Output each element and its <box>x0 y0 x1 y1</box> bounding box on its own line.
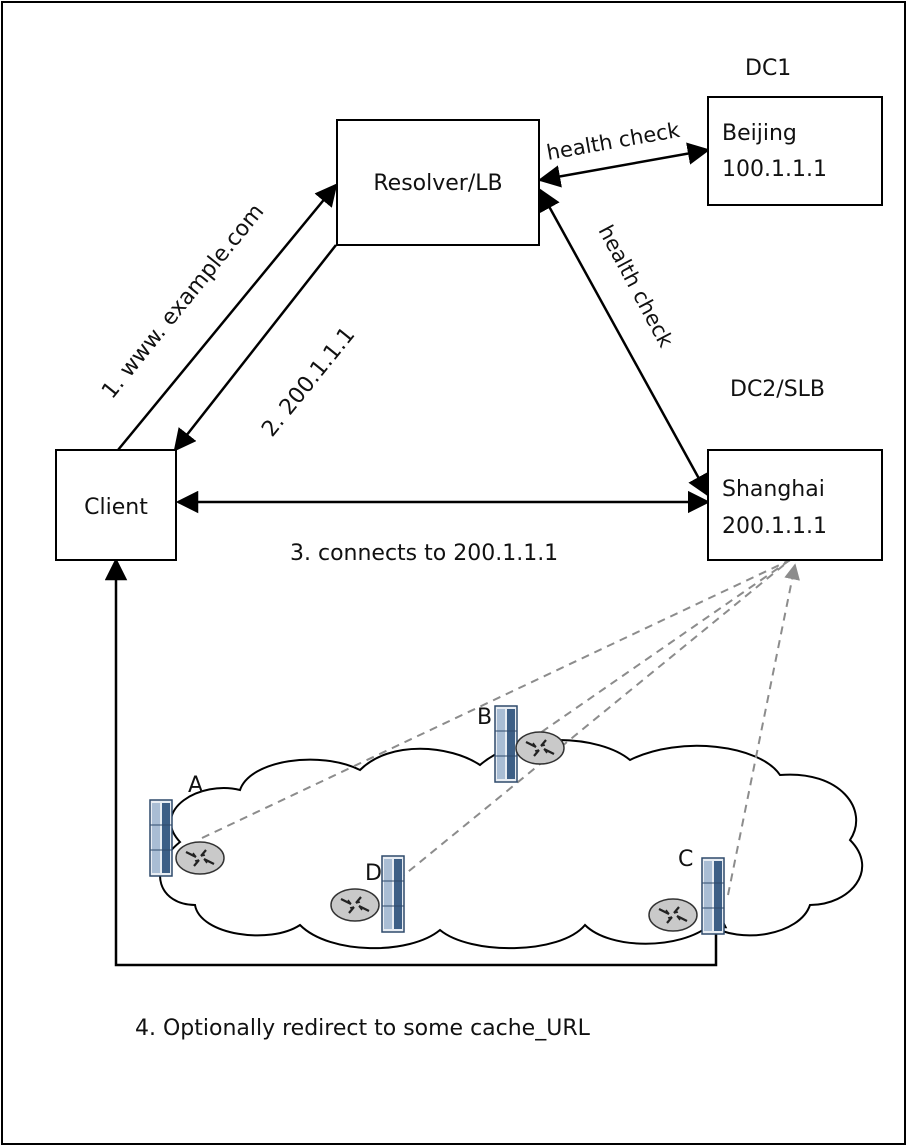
dc1-city: Beijing <box>722 121 797 146</box>
arrow-answer <box>173 244 337 452</box>
server-icon <box>381 855 405 933</box>
client-box <box>55 449 177 561</box>
cache-node-b: B <box>477 705 566 783</box>
router-icon <box>174 840 226 876</box>
dc2-tag: DC2/SLB <box>730 377 825 402</box>
router-icon <box>647 897 699 933</box>
cache-label-a: A <box>188 773 203 798</box>
dc2-ip: 200.1.1.1 <box>722 514 827 539</box>
server-icon <box>149 799 173 877</box>
cache-node-a: A <box>149 773 226 877</box>
router-icon <box>329 887 381 923</box>
dc2-box <box>707 449 883 561</box>
resolver-box <box>336 119 540 246</box>
router-icon <box>514 730 566 766</box>
redirect-label: 4. Optionally redirect to some cache_URL <box>135 1016 591 1041</box>
arrow-redirect <box>104 557 728 967</box>
cache-label-b: B <box>477 705 492 730</box>
connect-label: 3. connects to 200.1.1.1 <box>290 541 558 566</box>
cache-label-c: C <box>678 847 693 872</box>
cache-label-d: D <box>365 861 382 886</box>
dc2-city: Shanghai <box>722 477 825 502</box>
arrow-health-dc1 <box>537 142 711 188</box>
dc1-ip: 100.1.1.1 <box>722 157 827 182</box>
cache-node-d: D <box>329 855 405 933</box>
arrow-query <box>117 183 338 451</box>
cache-node-c: C <box>647 847 725 935</box>
arrow-health-dc2 <box>538 188 710 497</box>
server-icon <box>494 705 518 783</box>
resolver-label: Resolver/LB <box>373 171 502 196</box>
server-icon <box>701 857 725 935</box>
dc1-box <box>707 96 883 206</box>
client-label: Client <box>84 495 148 520</box>
dc1-tag: DC1 <box>745 56 791 81</box>
